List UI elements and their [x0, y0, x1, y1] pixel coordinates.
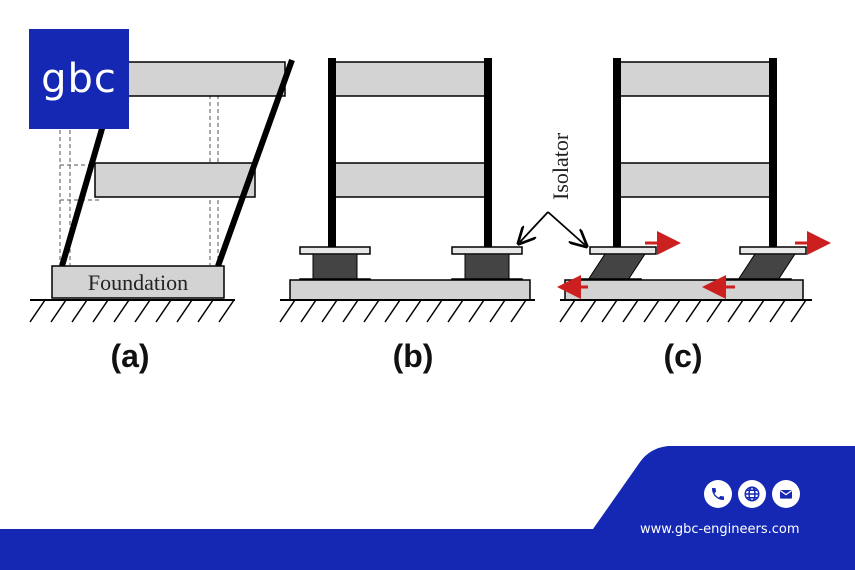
- top-plate: [739, 246, 807, 255]
- logo-text: gbc: [41, 56, 117, 102]
- floor-slab: [331, 162, 489, 198]
- column: [215, 58, 295, 268]
- floor-slab: [114, 61, 286, 97]
- mail-icon[interactable]: [772, 480, 800, 508]
- top-plate: [451, 246, 523, 255]
- contact-icons: [704, 480, 800, 508]
- foundation: [51, 265, 225, 299]
- footer-band: [0, 529, 855, 570]
- isolator: [464, 253, 510, 281]
- panel-label-c: (c): [663, 338, 702, 374]
- isolator-label: Isolator: [548, 132, 573, 200]
- panel-label-a: (a): [110, 338, 149, 374]
- foundation: [289, 279, 531, 301]
- ground-hatch: [279, 299, 527, 323]
- isolator-callout: Isolator: [520, 132, 585, 245]
- phone-icon[interactable]: [704, 480, 732, 508]
- panel-b: (b): [279, 58, 535, 374]
- panel-a: Foundation (a): [29, 58, 295, 374]
- top-plate: [589, 246, 657, 255]
- floor-slab: [616, 162, 774, 198]
- leader-line: [520, 211, 549, 242]
- leader-line: [547, 211, 585, 245]
- panel-label-b: (b): [393, 338, 434, 374]
- foundation-label: Foundation: [88, 270, 188, 295]
- top-plate: [299, 246, 371, 255]
- isolator: [737, 253, 796, 281]
- globe-icon[interactable]: [738, 480, 766, 508]
- panel-c: (c): [557, 58, 831, 374]
- floor-slab: [331, 61, 489, 97]
- ground-hatch: [29, 299, 235, 323]
- foundation: [564, 279, 804, 301]
- floor-slab: [616, 61, 774, 97]
- isolator: [312, 253, 358, 281]
- website-link[interactable]: www.gbc-engineers.com: [640, 522, 800, 537]
- brand-logo: gbc: [29, 29, 129, 129]
- ground-hatch: [559, 299, 807, 323]
- floor-slab: [94, 162, 256, 198]
- isolator: [587, 253, 646, 281]
